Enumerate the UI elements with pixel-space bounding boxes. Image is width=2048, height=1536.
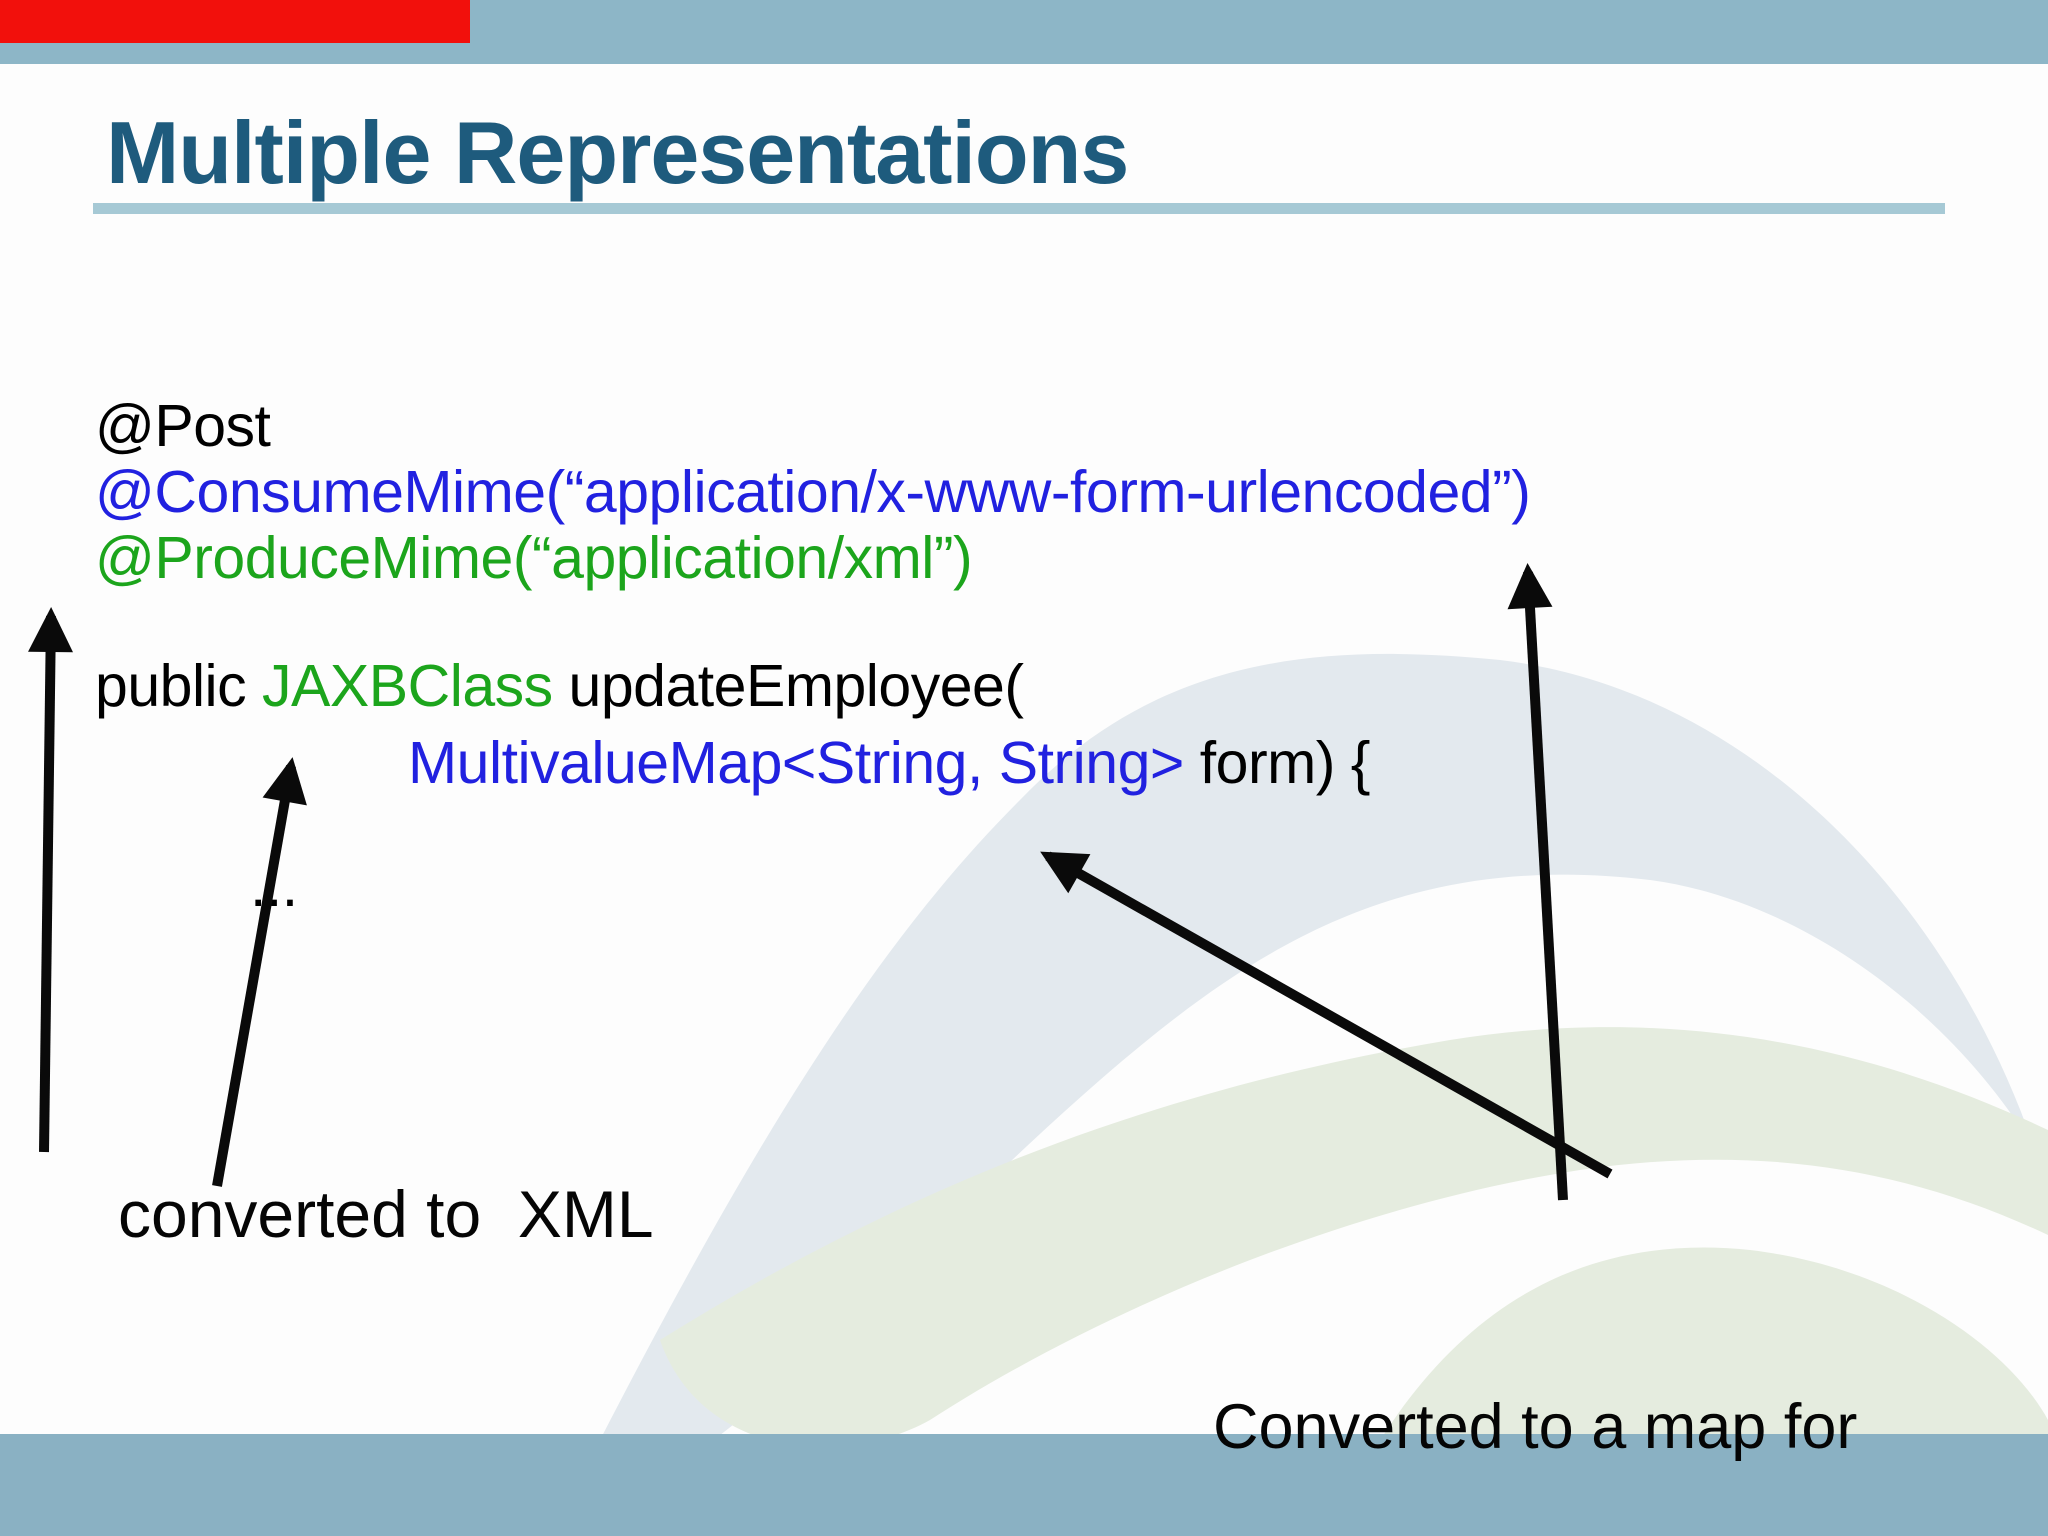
code-token: @Post: [95, 393, 271, 459]
code-line-method-signature: public JAXBClass updateEmployee(: [95, 652, 1024, 720]
converted-to-map-label: Converted to a map for accessing form's …: [1213, 1175, 1857, 1536]
swoosh-green-crescent: [660, 1027, 2048, 1448]
code-token: JAXBClass: [262, 653, 553, 719]
code-token: @ConsumeMime(“application/x-www-form-url…: [95, 459, 1531, 525]
code-token: form) {: [1183, 730, 1371, 796]
code-token: updateEmployee(: [552, 653, 1024, 719]
code-token: MultivalueMap<String, String>: [408, 730, 1184, 796]
slide-title: Multiple Representations: [106, 103, 1129, 202]
code-line-consume-mime-annotation: @ConsumeMime(“application/x-www-form-url…: [95, 458, 1531, 526]
code-line-method-parameter: MultivalueMap<String, String> form) {: [408, 729, 1370, 797]
red-recording-strip: [0, 0, 470, 43]
code-token: @ProduceMime(“application/xml”): [95, 525, 973, 591]
converted-to-map-label-line1: Converted to a map for: [1213, 1392, 1858, 1462]
code-token: public: [95, 653, 263, 719]
converted-to-xml-label: converted to XML: [118, 1177, 654, 1251]
code-line-ellipsis: ...: [250, 852, 298, 920]
title-underline: [93, 203, 1945, 214]
bottom-footer-band: [0, 1434, 2048, 1536]
code-line-produce-mime-annotation: @ProduceMime(“application/xml”): [95, 524, 973, 592]
swoosh-blue-crescent: [600, 653, 2035, 1469]
code-line-post-annotation: @Post: [95, 392, 271, 460]
code-token: ...: [250, 853, 298, 919]
